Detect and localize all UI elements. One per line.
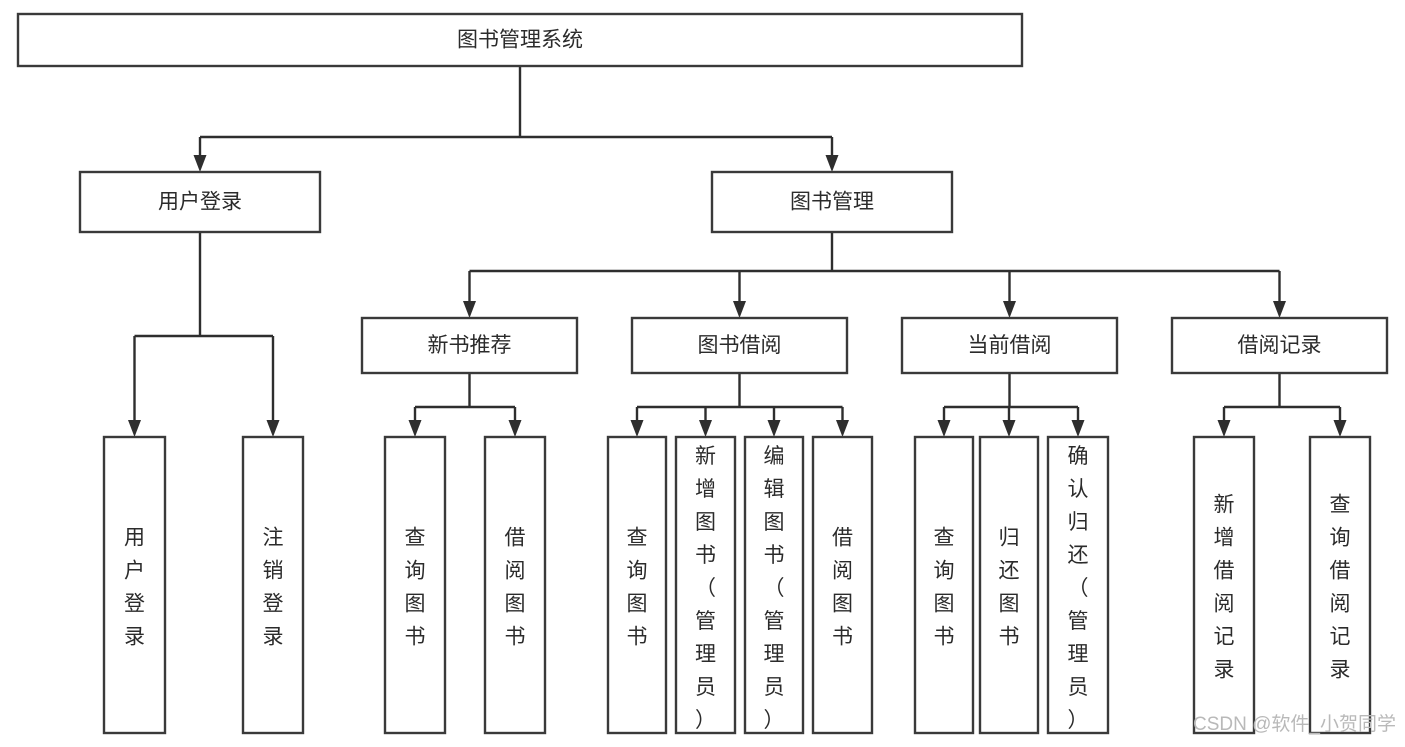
node-label-leaf-add-book-admin: 新增图书（管理员） xyxy=(695,445,716,732)
node-leaf-query-borrow-record[interactable]: 查询借阅记录 xyxy=(1308,435,1372,735)
node-root[interactable]: 图书管理系统 xyxy=(16,12,1024,68)
node-label-leaf-confirm-return-admin: 确认归还（管理员） xyxy=(1068,445,1089,732)
connector-layer xyxy=(128,66,1347,437)
node-label-borrow-record: 借阅记录 xyxy=(1238,334,1322,357)
connector-arrowhead xyxy=(1217,420,1231,437)
node-label-leaf-borrow-book: 借阅图书 xyxy=(832,527,853,649)
node-label-leaf-user-logout: 注销登录 xyxy=(263,527,284,649)
connector-arrowhead xyxy=(193,155,207,172)
node-leaf-user-login[interactable]: 用户登录 xyxy=(102,435,167,735)
node-label-leaf-user-login: 用户登录 xyxy=(124,527,145,649)
node-borrow-record[interactable]: 借阅记录 xyxy=(1170,316,1389,375)
connector-arrowhead xyxy=(1333,420,1347,437)
node-box-leaf-user-logout[interactable] xyxy=(241,435,305,735)
node-leaf-user-logout[interactable]: 注销登录 xyxy=(241,435,305,735)
node-label-leaf-borrow-book-recommend: 借阅图书 xyxy=(505,527,526,649)
node-box-leaf-return-book[interactable] xyxy=(978,435,1040,735)
node-box-leaf-borrow-book[interactable] xyxy=(811,435,874,735)
node-label-book-borrow: 图书借阅 xyxy=(698,334,782,357)
node-box-leaf-query-book-current[interactable] xyxy=(913,435,975,735)
connector-group-new-book-recommend xyxy=(413,373,517,420)
node-box-leaf-query-book-recommend[interactable] xyxy=(383,435,447,735)
node-leaf-query-book-recommend[interactable]: 查询图书 xyxy=(383,435,447,735)
node-leaf-edit-book-admin[interactable]: 编辑图书（管理员） xyxy=(743,435,805,735)
node-box-leaf-edit-book-admin[interactable] xyxy=(743,435,805,735)
node-label-leaf-query-book-current: 查询图书 xyxy=(934,527,955,649)
node-box-leaf-query-book-borrow[interactable] xyxy=(606,435,668,735)
node-current-borrow[interactable]: 当前借阅 xyxy=(900,316,1119,375)
connector-arrowhead xyxy=(1071,420,1085,437)
connector-group-user-login xyxy=(133,232,275,420)
connector-arrowhead xyxy=(128,420,141,437)
node-user-login[interactable]: 用户登录 xyxy=(78,170,322,234)
node-layer: 图书管理系统用户登录图书管理新书推荐图书借阅当前借阅借阅记录用户登录注销登录查询… xyxy=(16,12,1389,735)
node-leaf-add-book-admin[interactable]: 新增图书（管理员） xyxy=(674,435,737,735)
node-leaf-borrow-book-recommend[interactable]: 借阅图书 xyxy=(483,435,547,735)
node-book-management[interactable]: 图书管理 xyxy=(710,170,954,234)
connector-group-root xyxy=(198,66,834,155)
node-leaf-borrow-book[interactable]: 借阅图书 xyxy=(811,435,874,735)
node-label-user-login: 用户登录 xyxy=(158,191,242,214)
connector-arrowhead xyxy=(630,420,644,437)
connector-arrowhead xyxy=(825,155,839,172)
connector-arrowhead xyxy=(266,420,280,437)
node-label-leaf-edit-book-admin: 编辑图书（管理员） xyxy=(764,445,785,732)
node-box-leaf-borrow-book-recommend[interactable] xyxy=(483,435,547,735)
connector-arrowhead xyxy=(408,420,422,437)
connector-arrowhead xyxy=(937,420,951,437)
node-box-leaf-add-borrow-record[interactable] xyxy=(1192,435,1256,735)
connector-arrowhead xyxy=(508,420,522,437)
connector-group-borrow-record xyxy=(1222,373,1342,420)
node-leaf-query-book-borrow[interactable]: 查询图书 xyxy=(606,435,668,735)
node-box-leaf-query-borrow-record[interactable] xyxy=(1308,435,1372,735)
node-box-current-borrow[interactable] xyxy=(900,316,1119,375)
connector-arrowhead xyxy=(733,301,746,318)
connector-group-current-borrow xyxy=(942,373,1080,420)
node-box-leaf-confirm-return-admin[interactable] xyxy=(1046,435,1110,735)
node-box-leaf-user-login[interactable] xyxy=(102,435,167,735)
node-box-book-borrow[interactable] xyxy=(630,316,849,375)
node-label-leaf-return-book: 归还图书 xyxy=(999,527,1020,649)
node-leaf-query-book-current[interactable]: 查询图书 xyxy=(913,435,975,735)
connector-arrowhead xyxy=(1273,301,1286,318)
node-box-book-management[interactable] xyxy=(710,170,954,234)
node-label-leaf-add-borrow-record: 新增借阅记录 xyxy=(1214,494,1235,682)
node-label-leaf-query-book-recommend: 查询图书 xyxy=(405,527,426,649)
node-new-book-recommend[interactable]: 新书推荐 xyxy=(360,316,579,375)
connector-group-book-management xyxy=(468,232,1281,301)
connector-group-book-borrow xyxy=(635,373,844,420)
node-label-current-borrow: 当前借阅 xyxy=(968,334,1052,357)
node-leaf-return-book[interactable]: 归还图书 xyxy=(978,435,1040,735)
node-leaf-confirm-return-admin[interactable]: 确认归还（管理员） xyxy=(1046,435,1110,735)
connector-arrowhead xyxy=(836,420,849,437)
node-box-leaf-add-book-admin[interactable] xyxy=(674,435,737,735)
node-book-borrow[interactable]: 图书借阅 xyxy=(630,316,849,375)
connector-arrowhead xyxy=(463,301,476,318)
node-box-user-login[interactable] xyxy=(78,170,322,234)
node-label-book-management: 图书管理 xyxy=(790,191,874,214)
node-label-leaf-query-book-borrow: 查询图书 xyxy=(627,527,648,649)
node-label-root: 图书管理系统 xyxy=(457,29,583,52)
node-box-borrow-record[interactable] xyxy=(1170,316,1389,375)
connector-arrowhead xyxy=(699,420,712,437)
watermark-label: CSDN @软件_小贺同学 xyxy=(1193,713,1396,735)
node-leaf-add-borrow-record[interactable]: 新增借阅记录 xyxy=(1192,435,1256,735)
connector-arrowhead xyxy=(1002,420,1016,437)
node-label-leaf-query-borrow-record: 查询借阅记录 xyxy=(1330,494,1351,682)
node-box-root[interactable] xyxy=(16,12,1024,68)
node-box-new-book-recommend[interactable] xyxy=(360,316,579,375)
connector-arrowhead xyxy=(1003,301,1016,318)
connector-arrowhead xyxy=(767,420,781,437)
node-label-new-book-recommend: 新书推荐 xyxy=(428,334,512,357)
